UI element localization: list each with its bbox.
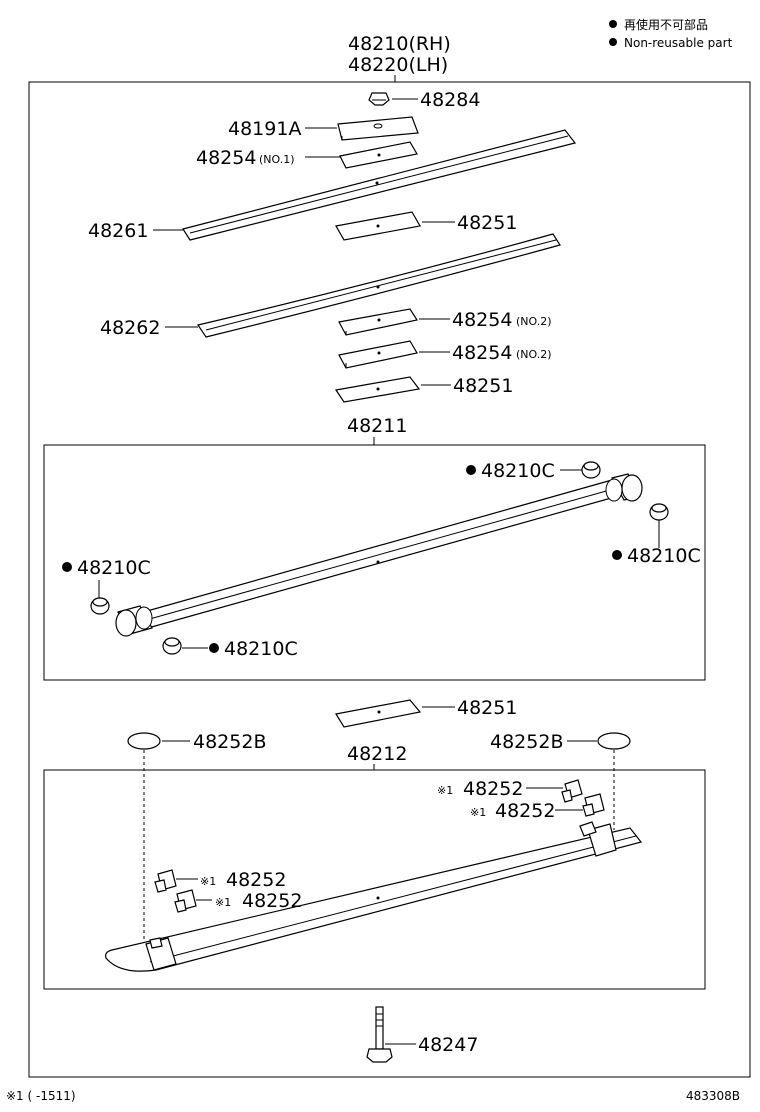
label-48254-no1: 48254	[196, 147, 256, 169]
label-48252b-r: 48252B	[490, 731, 563, 753]
mark-48252-r1: ※1	[437, 784, 453, 797]
part-48254-no2-b-shim	[338, 340, 418, 369]
label-48254-no2-a: 48254	[452, 309, 512, 331]
mark-48252-r2: ※1	[470, 806, 486, 819]
clip-48252-r1-icon	[561, 779, 583, 803]
non-reusable-mark-icon	[612, 550, 622, 560]
legend-jp: 再使用不可部品	[624, 17, 708, 32]
non-reusable-mark-icon	[209, 643, 219, 653]
non-reusable-mark-icon	[62, 562, 72, 572]
label-48251-a: 48251	[457, 212, 517, 234]
assembly-label-rh: 48210(RH)	[348, 33, 451, 55]
label-48247: 48247	[418, 1034, 478, 1056]
label-48252-r1: 48252	[463, 778, 523, 800]
mark-48252-l2: ※1	[215, 896, 231, 909]
part-48191a-plate	[337, 116, 419, 141]
bushing-icon-right	[649, 503, 669, 521]
label-48261: 48261	[88, 220, 148, 242]
note-48254-no1: (NO.1)	[259, 153, 295, 166]
footer-note: ※1 ( -1511)	[6, 1089, 76, 1103]
clip-48252-l1-icon	[154, 869, 177, 893]
cap-48252b-right-icon	[597, 732, 631, 750]
label-48191a: 48191A	[228, 118, 301, 140]
part-48212-lower-leaf	[105, 821, 643, 972]
bushing-icon-top-right	[581, 461, 601, 479]
bolt-48247-icon	[366, 1006, 393, 1063]
right-eye-icon	[605, 473, 643, 502]
label-48252-l2: 48252	[242, 890, 302, 912]
frame-48211	[43, 444, 706, 681]
legend: 再使用不可部品 Non-reusable part	[609, 17, 733, 50]
label-48210c-l: 48210C	[77, 557, 151, 579]
part-48254-no1-shim	[339, 141, 418, 169]
legend-en: Non-reusable part	[624, 36, 733, 50]
clip-48252-l2-icon	[174, 889, 197, 913]
label-48252-l1: 48252	[226, 869, 286, 891]
label-48212: 48212	[347, 743, 407, 765]
cap-48252b-left-icon	[127, 732, 161, 750]
part-48251-pad-b	[334, 376, 421, 403]
label-48254-no2-b: 48254	[452, 342, 512, 364]
part-48261-leaf	[182, 129, 577, 241]
bushing-icon-left	[90, 597, 110, 615]
non-reusable-bullet-icon	[609, 38, 617, 46]
frame-48212	[43, 769, 706, 990]
non-reusable-mark-icon	[466, 465, 476, 475]
label-48211: 48211	[347, 415, 407, 437]
label-48252b-l: 48252B	[193, 731, 266, 753]
note-48254-no2-a: (NO.2)	[516, 315, 552, 328]
label-48210c-r: 48210C	[627, 545, 701, 567]
assembly-label-lh: 48220(LH)	[348, 54, 448, 76]
label-48262: 48262	[100, 317, 160, 339]
label-48252-r2: 48252	[495, 800, 555, 822]
label-48284: 48284	[420, 89, 480, 111]
clip-48252-r2-icon	[582, 793, 605, 817]
bushing-icon-bottom-left	[162, 637, 182, 655]
label-48210c-tr: 48210C	[481, 460, 555, 482]
part-48251-pad-c	[335, 699, 422, 728]
part-48262-leaf	[197, 233, 561, 338]
note-48254-no2-b: (NO.2)	[516, 348, 552, 361]
part-48251-pad-a	[335, 211, 421, 241]
label-48210c-bl: 48210C	[224, 638, 298, 660]
mark-48252-l1: ※1	[200, 875, 216, 888]
footer-code: 483308B	[686, 1089, 740, 1103]
main-frame	[28, 81, 751, 1078]
part-48254-no2-a-shim	[338, 308, 418, 336]
part-48284-nut	[368, 92, 390, 106]
non-reusable-bullet-icon	[609, 20, 617, 28]
label-48251-b: 48251	[453, 375, 513, 397]
label-48251-c: 48251	[457, 697, 517, 719]
left-eye-icon	[115, 605, 153, 637]
part-48211-main-leaf	[115, 473, 643, 637]
